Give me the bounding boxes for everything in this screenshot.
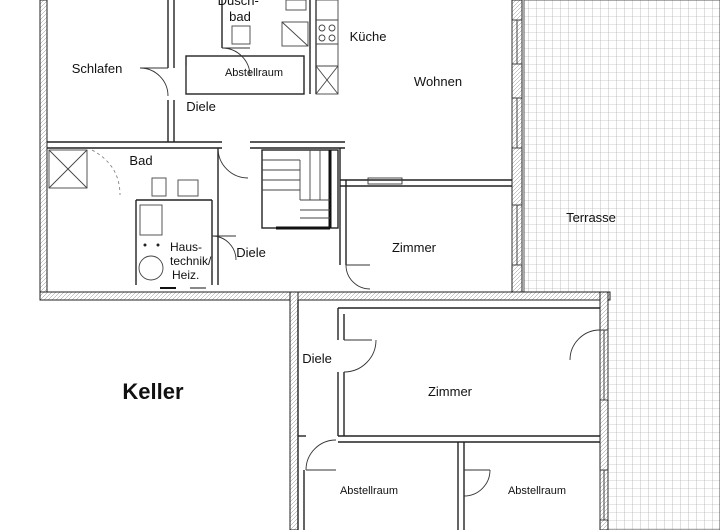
interior-walls — [47, 0, 600, 530]
room-label-diele-mid: Diele — [236, 245, 266, 260]
room-label-terrasse: Terrasse — [566, 210, 616, 225]
windows-right — [367, 19, 609, 521]
terrace-area — [523, 0, 720, 530]
room-labels: Dusch- bad Küche Schlafen Abstellraum Wo… — [72, 0, 616, 497]
room-label-duschbad-line1: Dusch- — [218, 0, 259, 8]
staircase — [261, 149, 339, 230]
duschbad-fixtures — [231, 0, 309, 47]
kitchen-fixtures — [315, 0, 339, 95]
room-label-bad: Bad — [129, 153, 152, 168]
door-swings — [139, 47, 601, 497]
room-label-wohnen: Wohnen — [414, 74, 462, 89]
room-label-abstellraum-top: Abstellraum — [225, 67, 283, 79]
room-label-zimmer-2: Zimmer — [428, 384, 473, 399]
room-label-haustechnik: Haus- technik/ Heiz. — [170, 240, 215, 282]
room-label-zimmer-1: Zimmer — [392, 240, 437, 255]
room-label-kueche: Küche — [350, 29, 387, 44]
room-label-duschbad: Dusch- bad — [218, 0, 263, 24]
room-label-diele-low: Diele — [302, 351, 332, 366]
bad-fixtures — [48, 149, 199, 281]
room-label-abstellraum-br: Abstellraum — [508, 485, 566, 497]
room-label-abstellraum-bl: Abstellraum — [340, 485, 398, 497]
room-label-keller: Keller — [122, 379, 184, 404]
outer-walls — [39, 0, 611, 530]
room-label-diele-top: Diele — [186, 99, 216, 114]
room-label-duschbad-line2: bad — [229, 9, 251, 24]
room-label-schlafen: Schlafen — [72, 61, 123, 76]
